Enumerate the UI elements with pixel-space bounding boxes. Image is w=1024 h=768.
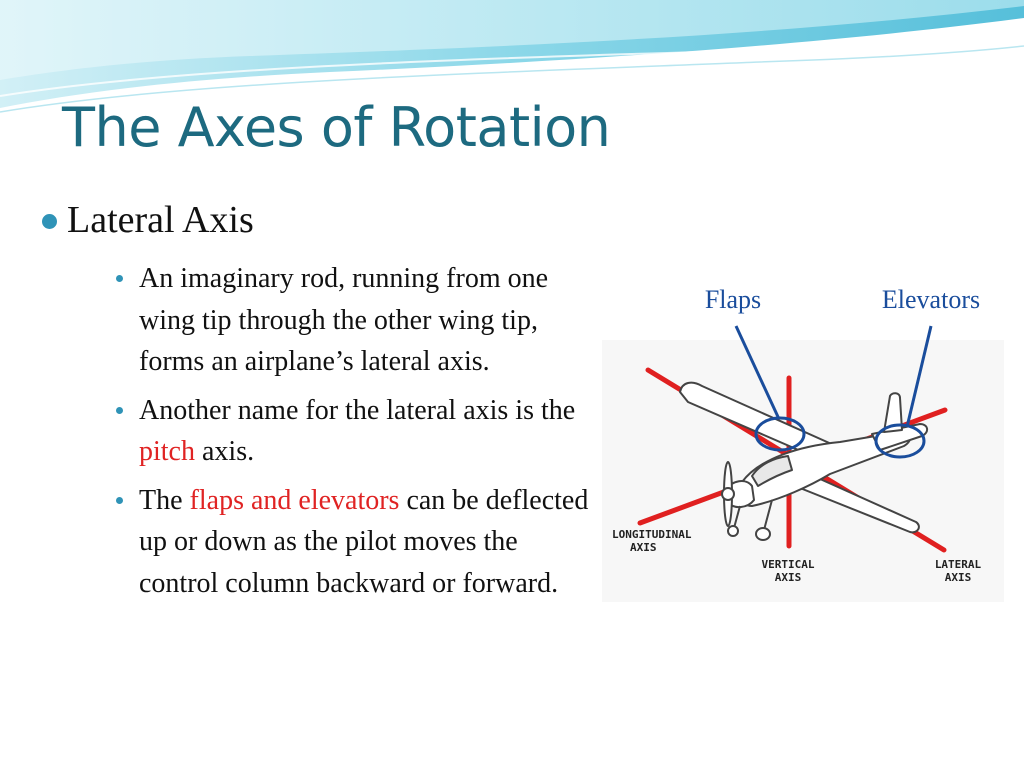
bullet-dot-icon [116, 496, 123, 504]
nose-gear-wheel [727, 525, 739, 537]
bullet-text: can be deflected up or down as the pilot… [139, 484, 589, 599]
flaps-callout-label: Flaps [705, 285, 761, 314]
nose-gear-strut [733, 505, 741, 529]
flaps-highlight-circle [754, 416, 806, 452]
bullet-dot-icon [42, 214, 57, 229]
vertical-axis-label-line2: AXIS [775, 571, 802, 584]
header-wave-decoration [0, 0, 1024, 113]
slide-title: The Axes of Rotation [62, 96, 611, 159]
sub-bullet-item: Another name for the lateral axis is the… [112, 390, 590, 473]
landing-gear-wheel [755, 527, 771, 541]
bullet-text: An imaginary rod, running from one wing … [139, 263, 549, 377]
highlight-flaps-elevators: flaps and elevators [189, 484, 400, 516]
spinner [721, 487, 735, 501]
vertical-stabilizer [883, 392, 903, 433]
highlight-pitch: pitch [139, 436, 195, 467]
bullet-dot-icon [116, 275, 123, 282]
cockpit-window [751, 455, 793, 487]
bullet-text: axis. [195, 436, 255, 467]
longitudinal-axis-label-line2: AXIS [630, 541, 657, 554]
bullet-text: The [139, 484, 190, 516]
airplane-illustration [679, 381, 928, 541]
bullet-text: Another name for the lateral axis is the [139, 394, 576, 426]
elevators-callout-label: Elevators [882, 285, 980, 314]
flaps-callout-line [734, 325, 781, 420]
callout-markers [734, 325, 933, 459]
lateral-axis-label: LATERAL [935, 558, 982, 571]
sub-bullet-item: An imaginary rod, running from one wing … [112, 258, 590, 383]
sub-bullet-item: The flaps and elevators can be deflected… [112, 480, 590, 605]
elevators-highlight-circle [874, 423, 926, 459]
airplane-axes-diagram: Flaps Elevators LONGITUDINAL AXIS VERTIC… [602, 285, 1004, 602]
lateral-axis-label-line2: AXIS [945, 571, 972, 584]
right-wing [789, 469, 920, 534]
vertical-axis-label: VERTICAL [762, 558, 815, 571]
longitudinal-axis-label: LONGITUDINAL [612, 528, 692, 541]
level1-text: Lateral Axis [67, 199, 254, 241]
bullet-dot-icon [116, 406, 123, 414]
elevators-callout-line [905, 325, 933, 428]
landing-gear-strut [763, 499, 773, 531]
sub-bullet-list: An imaginary rod, running from one wing … [112, 258, 590, 611]
